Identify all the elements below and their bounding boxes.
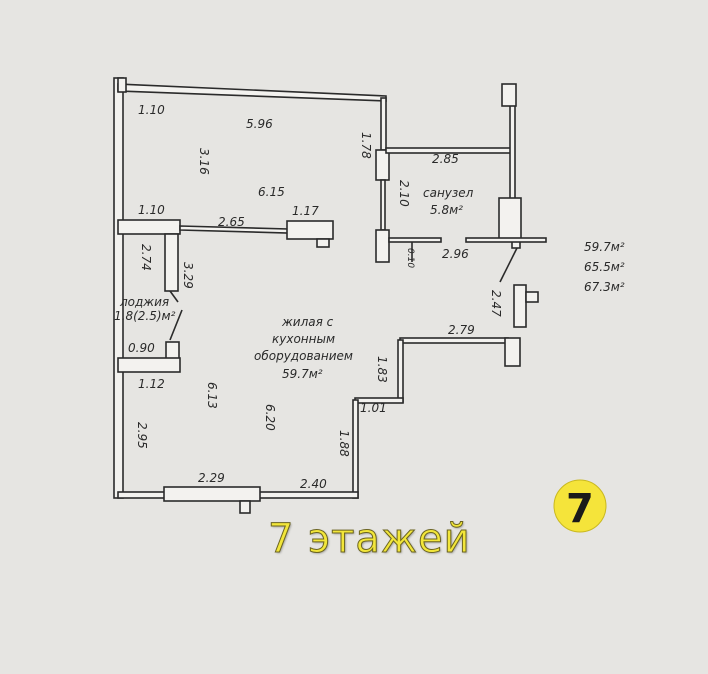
living-label-2: кухонным: [272, 332, 335, 346]
shaft-block: [501, 83, 517, 107]
dim-label: 1.17: [292, 204, 319, 218]
dim-label: 2.79: [448, 323, 475, 337]
bathroom-name: санузел: [423, 186, 474, 200]
loggia-door-1: [169, 290, 179, 303]
living-label-3: оборудованием: [254, 349, 353, 363]
dim-label: 1.10: [138, 103, 165, 117]
window-block: [163, 486, 261, 502]
bath-wall-block: [375, 149, 390, 181]
step-wall-2: [352, 399, 359, 499]
kitchen-sink: [316, 238, 330, 248]
dim-label: 6.13: [205, 382, 219, 409]
dim-label: 3.16: [197, 148, 211, 175]
loggia-bottom-wall: [117, 357, 181, 373]
right-block: [513, 284, 527, 328]
dim-label: 2.65: [218, 215, 245, 229]
total-area-general: 65.5м²: [584, 260, 625, 274]
dim-label: 5.96: [246, 117, 273, 131]
bath-right-block: [498, 197, 522, 241]
dim-label: 1.12: [138, 377, 165, 391]
dim-label: 1.10: [138, 203, 165, 217]
dim-label: 1.78: [359, 132, 373, 159]
logo-text: 7: [566, 486, 594, 532]
floors-caption: 7 этажей: [268, 516, 471, 563]
left-outer-wall: [113, 77, 124, 499]
dim-label: 2.10: [397, 180, 411, 207]
loggia-wall: [164, 233, 179, 292]
door-diagonal: [499, 247, 518, 283]
dim-label: 2.96: [442, 247, 469, 261]
kitchen-block: [286, 220, 334, 240]
total-area-living: 59.7м²: [584, 240, 625, 254]
step-right-block: [504, 337, 521, 367]
dim-label: 1.01: [360, 401, 387, 415]
dim-label: 2.74: [139, 244, 153, 271]
dim-label: 2.29: [198, 471, 225, 485]
dim-label: 1.83: [375, 356, 389, 383]
total-area-with-loggia: 67.3м²: [584, 280, 625, 294]
bath-left-wall-upper: [380, 97, 387, 151]
window-sill: [239, 500, 251, 514]
bath-bottom-wall-left: [388, 237, 442, 243]
bath-right-wall: [509, 91, 516, 203]
dim-label: 2.40: [300, 477, 327, 491]
dim-label: 6.15: [258, 185, 285, 199]
dim-label: 6.20: [263, 404, 277, 431]
bath-left-wall: [380, 179, 386, 231]
dim-label: 2.95: [135, 422, 149, 449]
top-wall: [117, 83, 387, 102]
dim-label: 3.29: [181, 262, 195, 289]
bath-wall-block-lower: [375, 229, 390, 263]
dim-label: 2.85: [432, 152, 459, 166]
loggia-door-2: [169, 309, 183, 341]
step-wall-1: [397, 339, 404, 403]
right-notch: [525, 291, 539, 303]
dim-label: 0.10: [405, 248, 415, 268]
living-label-1: жилая с: [281, 315, 334, 329]
dim-label: 1.88: [337, 430, 351, 457]
bath-bottom-wall-right: [465, 237, 547, 243]
step-top-wall: [399, 337, 509, 344]
interior-wall-block: [117, 219, 181, 235]
brand-logo: 7: [553, 479, 607, 533]
dim-label: 0.90: [128, 341, 155, 355]
loggia-area: 1.8(2.5)м²: [114, 309, 176, 323]
loggia-name: лоджия: [119, 295, 169, 309]
corner-block: [117, 77, 127, 93]
bathroom-area: 5.8м²: [430, 203, 463, 217]
dim-label: 2.47: [489, 290, 503, 317]
living-area: 59.7м²: [282, 367, 323, 381]
